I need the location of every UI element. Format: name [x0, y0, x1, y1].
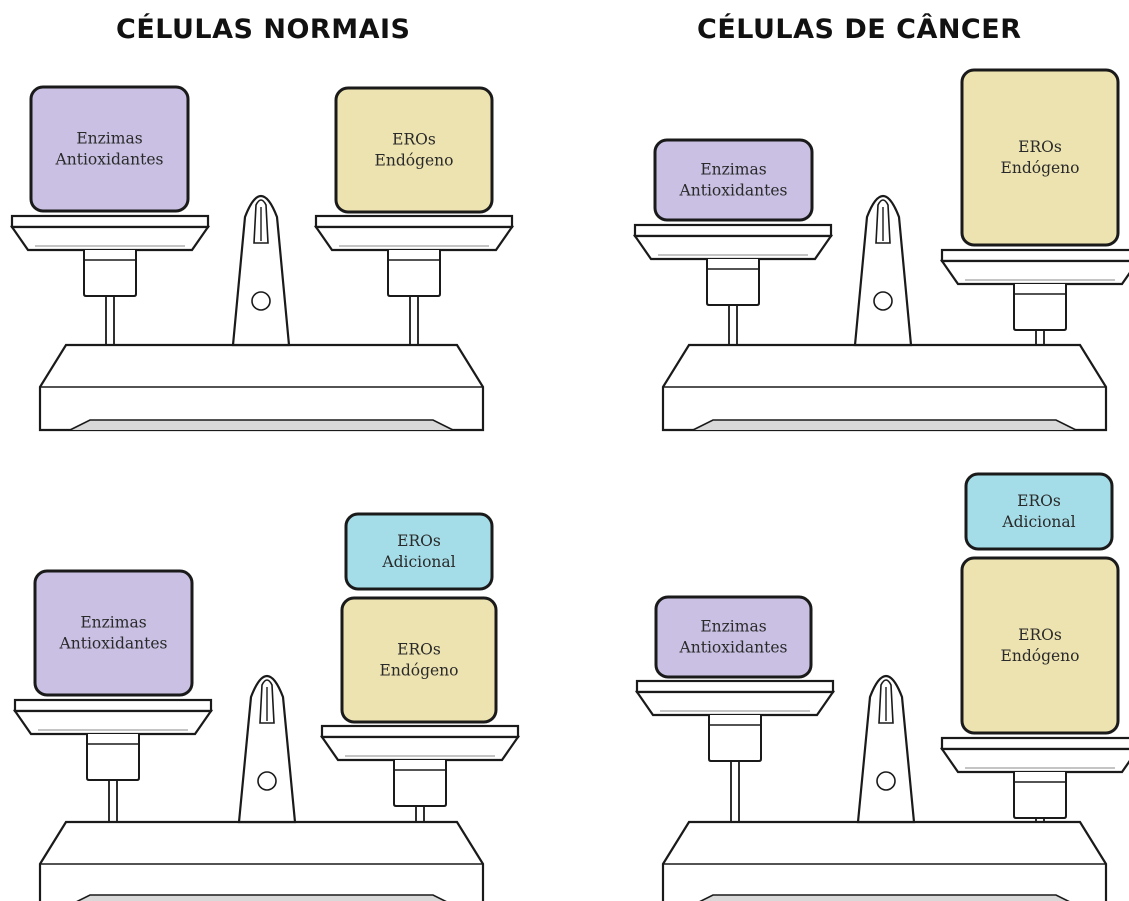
block-label: Enzimas	[700, 618, 766, 636]
balance-scale-normal-bottom: EnzimasAntioxidantesEROsAdicionalEROsEnd…	[15, 514, 518, 901]
block-label: EROs	[392, 131, 436, 149]
left-pan-rod	[731, 761, 739, 822]
left-pan-rod	[109, 780, 117, 822]
scale-pointer	[855, 196, 911, 345]
left-pan	[637, 681, 833, 761]
left-pan-rod	[729, 305, 737, 345]
block-label: EROs	[397, 532, 441, 550]
block-label: Enzimas	[80, 614, 146, 632]
block-label: EROs	[1017, 492, 1061, 510]
block-label: Antioxidantes	[679, 639, 788, 657]
block-label: EROs	[397, 641, 441, 659]
block-label: Endógeno	[380, 662, 459, 680]
block-label: Enzimas	[700, 161, 766, 179]
block-label: Endógeno	[1001, 159, 1080, 177]
right-pan	[322, 726, 518, 806]
right-pan	[942, 738, 1129, 818]
block-label: EROs	[1018, 138, 1062, 156]
right-pan	[942, 250, 1129, 330]
right-pan	[316, 216, 512, 296]
scale-base	[40, 345, 483, 430]
left-pan-rod	[106, 296, 114, 345]
scale-pointer	[858, 676, 914, 822]
block-label: Adicional	[1001, 513, 1075, 531]
scale-pointer	[233, 196, 289, 345]
scale-base	[663, 345, 1106, 430]
block-label: Antioxidantes	[55, 151, 164, 169]
left-pan	[635, 225, 831, 305]
scale-pointer	[239, 676, 295, 822]
left-pan	[12, 216, 208, 296]
scale-base	[40, 822, 483, 901]
balance-scale-cancer-bottom: EnzimasAntioxidantesEROsAdicionalEROsEnd…	[637, 474, 1129, 901]
block-label: Antioxidantes	[679, 182, 788, 200]
block-label: EROs	[1018, 626, 1062, 644]
block-label: Endógeno	[1001, 647, 1080, 665]
block-label: Antioxidantes	[59, 635, 168, 653]
left-pan	[15, 700, 211, 780]
block-label: Adicional	[381, 553, 455, 571]
block-label: Endógeno	[375, 152, 454, 170]
block-label: Enzimas	[76, 130, 142, 148]
right-pan-rod	[1036, 330, 1044, 345]
right-pan-rod	[410, 296, 418, 345]
right-pan-rod	[416, 806, 424, 822]
scale-base	[663, 822, 1106, 901]
